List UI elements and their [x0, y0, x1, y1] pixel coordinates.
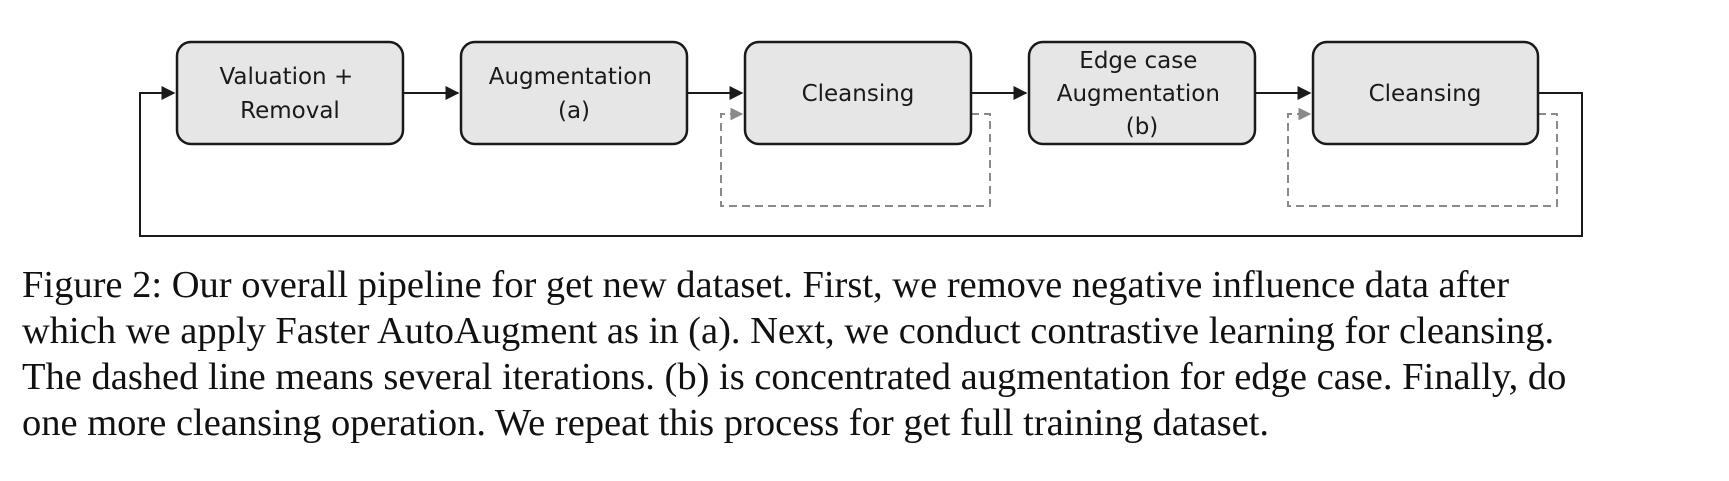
- svg-text:Edge case Augmentation: Edge case Augmentation (b): [1057, 48, 1228, 140]
- node-label-line: (b): [1126, 114, 1159, 140]
- caption-line: which we apply Faster AutoAugment as in …: [22, 310, 1555, 352]
- node-label-line: Valuation +: [219, 64, 353, 90]
- caption-line: The dashed line means several iterations…: [22, 356, 1567, 398]
- node-label-line: Cleansing: [1369, 81, 1482, 107]
- node-label-line: (a): [558, 98, 590, 124]
- caption-line: Figure 2: Our overall pipeline for get n…: [22, 264, 1510, 306]
- node-label-line: Edge case: [1079, 48, 1197, 74]
- pipeline-diagram: Valuation + Removal Augmentation (a) Cle…: [139, 40, 1583, 237]
- svg-text:Cleansing: Cleansing: [802, 81, 915, 107]
- svg-text:Cleansing: Cleansing: [1369, 81, 1482, 107]
- iteration-loop-cleansing-1: [720, 107, 991, 207]
- node-cleansing-2: Cleansing: [1311, 40, 1540, 146]
- node-label-line: Removal: [240, 98, 340, 124]
- node-label-line: Augmentation: [489, 64, 652, 90]
- iteration-loop-cleansing-2: [1287, 107, 1558, 207]
- node-cleansing-1: Cleansing: [743, 40, 973, 146]
- node-edge-case-augmentation-b: Edge case Augmentation (b): [1027, 40, 1257, 146]
- figure-caption: Figure 2: Our overall pipeline for get n…: [22, 262, 1722, 446]
- node-valuation-removal: Valuation + Removal: [175, 40, 405, 146]
- node-label-line: Cleansing: [802, 81, 915, 107]
- caption-line: one more cleansing operation. We repeat …: [22, 402, 1270, 444]
- node-label-line: Augmentation: [1057, 81, 1220, 107]
- feedback-loop-arrow: [139, 86, 1583, 237]
- node-augmentation-a: Augmentation (a): [459, 40, 689, 146]
- svg-text:Augmentation (a): Augmentation (a): [489, 64, 660, 124]
- svg-text:Valuation + Removal: Valuation + Removal: [219, 64, 360, 124]
